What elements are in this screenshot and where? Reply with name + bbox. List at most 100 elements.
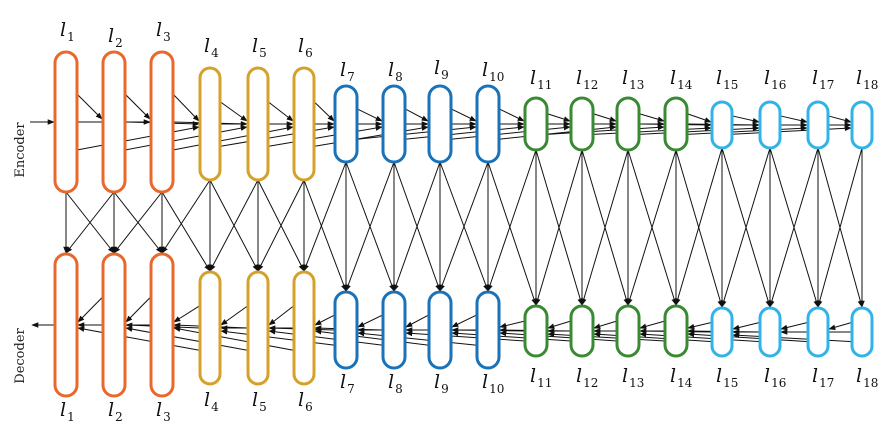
decoder-layer-6: [292, 270, 316, 386]
decoder-layer-15: [710, 306, 734, 358]
encoder-layer-8: [381, 84, 407, 164]
encoder-skip-arrow: [731, 125, 852, 135]
decoder-label-l3: l3: [156, 399, 171, 424]
decoder-label-l16: l16: [764, 365, 786, 390]
decoder-skip-arrow: [780, 321, 809, 331]
cross-arrow: [65, 191, 115, 254]
decoder-layer-5: [246, 270, 270, 386]
decoder-skip-arrow: [732, 332, 853, 343]
encoder-skip-arrow: [356, 124, 477, 140]
decoder-label-l8: l8: [388, 371, 403, 396]
decoder-skip-arrow: [828, 321, 853, 330]
encoder-label-l11: l11: [530, 67, 552, 92]
decoder-label-l2: l2: [108, 399, 123, 424]
decoder-skip-arrow: [499, 320, 526, 329]
encoder-layer-18: [850, 100, 874, 150]
encoder-skip-arrow: [404, 124, 525, 140]
cross-arrow: [161, 179, 211, 254]
encoder-skip-arrow: [731, 115, 760, 124]
encoder-skip-arrow: [267, 101, 294, 122]
encoder-layer-14: [663, 96, 689, 152]
cross-arrow: [675, 147, 723, 306]
decoder-label-l15: l15: [716, 365, 738, 390]
encoder-label-l8: l8: [388, 59, 403, 84]
decoder-label-l5: l5: [252, 389, 267, 414]
encoder-layer-17: [806, 100, 830, 150]
decoder-layer-17: [806, 306, 830, 358]
encoder-skip-arrow: [313, 101, 335, 122]
decoder-label-l14: l14: [670, 365, 693, 390]
encoder-label-l9: l9: [434, 57, 449, 82]
encoder-label-l7: l7: [340, 59, 355, 84]
decoder-skip-arrow: [268, 305, 295, 326]
encoder-skip-arrow: [686, 125, 808, 135]
decoder-skip-arrow: [173, 326, 295, 351]
encoder-skip-arrow: [219, 101, 248, 122]
cross-arrow: [627, 149, 677, 306]
encoder-label-l17: l17: [812, 67, 834, 92]
decoder-skip-arrow: [687, 321, 713, 330]
encoder-layer-16: [758, 100, 782, 150]
encoder-skip-arrow: [779, 115, 808, 124]
decoder-skip-arrow: [77, 296, 104, 323]
decoder-skip-arrow: [220, 329, 336, 346]
decoder-layer-14: [663, 304, 689, 358]
encoder-layer-6: [292, 66, 316, 182]
encoder-label-l18: l18: [856, 67, 878, 92]
cross-arrow: [487, 149, 537, 292]
encoder-layer-7: [333, 84, 359, 164]
encoder-skip-arrow: [313, 125, 429, 147]
encoder-skip-arrow: [450, 108, 477, 122]
encoder-skip-arrow: [686, 113, 712, 123]
encoder-skip-arrow: [827, 115, 852, 124]
decoder-skip-arrow: [77, 326, 201, 351]
decoder-label-l12: l12: [576, 365, 598, 390]
encoder-label-l14: l14: [670, 67, 693, 92]
cross-arrow: [303, 161, 347, 272]
encoder-layer-12: [569, 96, 595, 152]
encoder-skip-arrow: [267, 125, 383, 147]
decoder-layer-10: [475, 290, 501, 370]
encoder-skip-arrow: [450, 124, 571, 140]
cross-arrow: [439, 161, 489, 292]
decoder-label-l1: l1: [60, 399, 75, 424]
decoder-skip-arrow: [547, 331, 666, 342]
encoder-layer-2: [101, 50, 127, 194]
decoder-layer-9: [427, 290, 453, 370]
encoder-label-l10: l10: [482, 59, 504, 84]
decoder-label-l4: l4: [204, 389, 219, 414]
encoder-skip-arrow: [356, 108, 383, 122]
encoder-skip-arrow: [638, 113, 665, 122]
encoder-layer-9: [427, 84, 453, 164]
encoder-layer-5: [246, 66, 270, 182]
decoder-skip-arrow: [451, 314, 478, 328]
decoder-skip-arrow: [173, 305, 201, 323]
encoder-skip-arrow: [592, 125, 712, 135]
encoder-label-l6: l6: [298, 35, 313, 60]
encoder-skip-arrow: [638, 125, 760, 135]
decoder-skip-arrow: [357, 314, 384, 328]
decoder-skip-arrow: [593, 331, 713, 343]
encoder-label-l4: l4: [204, 35, 219, 60]
encoder-skip-arrow: [404, 108, 429, 122]
encoder-skip-arrow: [546, 124, 665, 135]
decoder-layer-2: [101, 252, 127, 398]
encoder-skip-arrow: [124, 93, 151, 120]
decoder-layer-7: [333, 290, 359, 370]
decoder-skip-arrow: [268, 329, 384, 346]
encoder-layer-3: [149, 50, 175, 194]
cross-arrow: [345, 161, 395, 292]
encoder-label-l13: l13: [622, 67, 644, 92]
cross-arrow: [257, 179, 305, 272]
encoder-layer-15: [710, 100, 734, 150]
decoder-label-l9: l9: [434, 371, 449, 396]
cross-arrow: [487, 161, 537, 306]
decoder-skip-arrow: [125, 296, 152, 323]
encoder-label: Encoder: [13, 122, 28, 178]
decoder-skip-arrow: [639, 331, 761, 343]
cross-arrow: [581, 149, 629, 306]
encoder-layer-11: [523, 96, 549, 152]
cross-arrow: [303, 179, 347, 292]
encoder-label-l2: l2: [108, 25, 123, 50]
